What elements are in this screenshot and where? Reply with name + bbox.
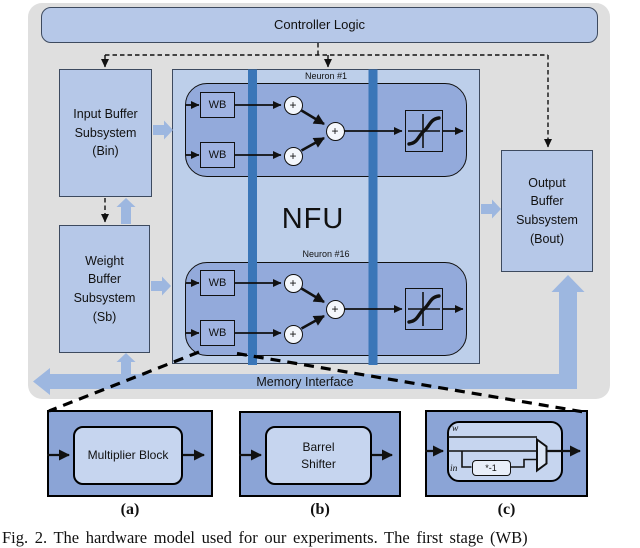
plus-label: +	[331, 124, 339, 138]
zoom-caption-c: (c)	[497, 501, 516, 518]
multiplier-block-box: Multiplier Block	[73, 426, 183, 485]
neuron16-adder-final: +	[325, 299, 345, 319]
plus-label: +	[331, 302, 339, 316]
controller-logic-label: Controller Logic	[273, 17, 366, 33]
neuron16-wb-box-2: WB	[200, 320, 235, 346]
wb-label: WB	[208, 327, 227, 339]
nfu-label: NFU	[281, 203, 345, 235]
controller-logic-box: Controller Logic	[41, 7, 598, 43]
neuron1-adder-2: +	[283, 146, 303, 166]
output-buffer-box: Output Buffer Subsystem (Bout)	[501, 150, 593, 272]
multiplier-block-label: Multiplier Block	[87, 448, 169, 463]
sigmoid-curve-icon	[407, 114, 441, 148]
input-buffer-box: Input Buffer Subsystem (Bin)	[59, 69, 152, 197]
neuron1-activation-box	[405, 110, 443, 152]
neuron16-adder-2: +	[283, 324, 303, 344]
wb-label: WB	[208, 99, 227, 111]
zoom-caption-b: (b)	[310, 501, 330, 518]
neuron16-wb-box-1: WB	[200, 270, 235, 296]
plus-label: +	[289, 98, 297, 112]
output-buffer-label: Output Buffer Subsystem (Bout)	[516, 175, 578, 246]
neuron16-adder-1: +	[283, 273, 303, 293]
weight-buffer-box: Weight Buffer Subsystem (Sb)	[59, 225, 150, 353]
wb-label: WB	[208, 277, 227, 289]
sigmoid-curve-icon	[407, 292, 441, 326]
zoom-caption-a: (a)	[120, 501, 140, 518]
wb-label: WB	[208, 149, 227, 161]
neuron-1-label: Neuron #1	[304, 70, 348, 81]
negate-label: *-1	[485, 462, 497, 473]
wire-in-label: in	[450, 464, 458, 474]
neuron-16-label: Neuron #16	[302, 248, 350, 259]
negate-box: *-1	[471, 459, 511, 476]
neuron1-wb-box-1: WB	[200, 92, 235, 118]
neuron1-adder-final: +	[325, 121, 345, 141]
barrel-shifter-box: Barrel Shifter	[265, 426, 372, 485]
barrel-shifter-label: Barrel Shifter	[301, 439, 336, 471]
figure-caption: Fig. 2. The hardware model used for our …	[2, 528, 528, 547]
neuron16-activation-box	[405, 288, 443, 330]
plus-label: +	[289, 327, 297, 341]
neuron1-wb-box-2: WB	[200, 142, 235, 168]
input-buffer-label: Input Buffer Subsystem (Bin)	[73, 106, 138, 159]
plus-label: +	[289, 276, 297, 290]
memory-interface-label: Memory Interface	[256, 375, 354, 389]
plus-label: +	[289, 149, 297, 163]
wire-w-label: w	[452, 424, 459, 434]
weight-buffer-label: Weight Buffer Subsystem (Sb)	[73, 253, 136, 324]
neuron1-adder-1: +	[283, 95, 303, 115]
